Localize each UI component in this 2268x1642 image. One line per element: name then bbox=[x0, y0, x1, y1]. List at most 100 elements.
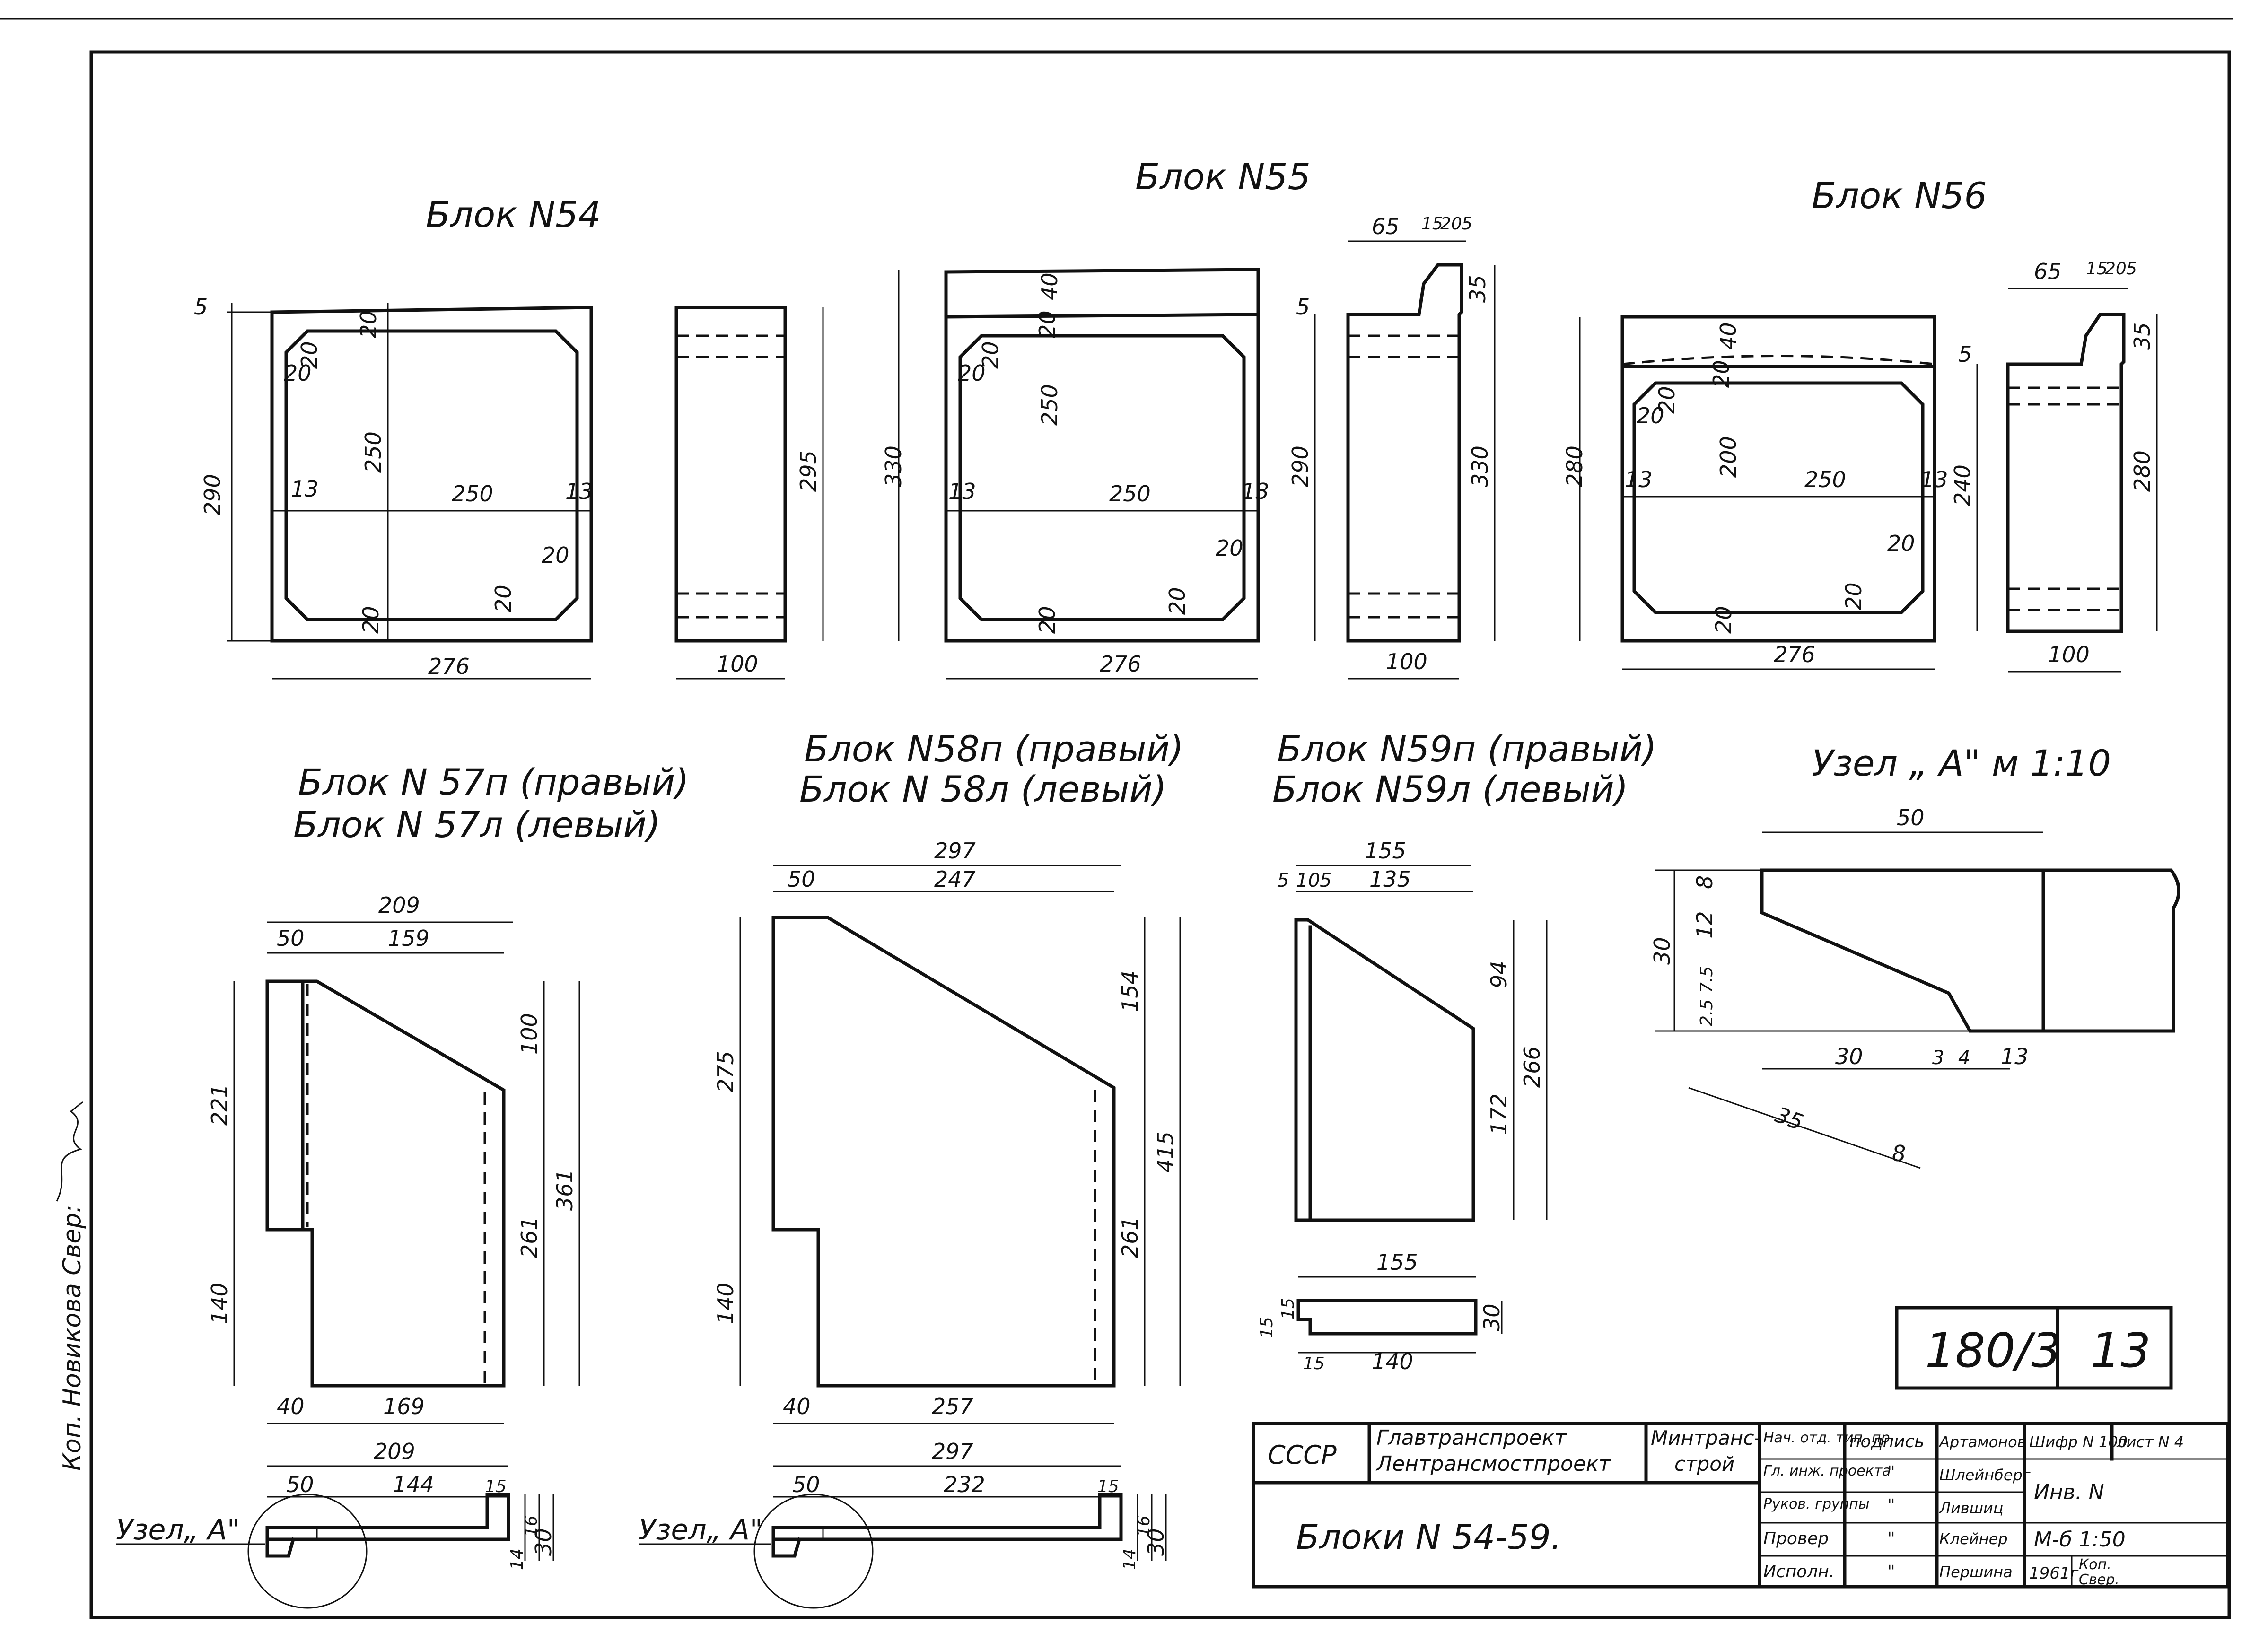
dim-b56s-w100: 100 bbox=[2048, 642, 2090, 667]
dim-node-h8: 8 bbox=[1692, 875, 1717, 889]
dim-b54-c20a: 20 bbox=[356, 310, 381, 338]
dim-b57-w50: 50 bbox=[277, 926, 305, 951]
dim-node-h75: 7.5 bbox=[1697, 966, 1716, 993]
stamp-sheet-label: лист N 4 bbox=[2116, 1433, 2184, 1451]
dim-b55s-t5: 5 bbox=[1296, 294, 1310, 320]
dim-b55s-h330: 330 bbox=[1467, 445, 1493, 487]
dim-b56-c20f: 20 bbox=[1711, 606, 1736, 634]
block-59-plan bbox=[1296, 1299, 1478, 1336]
dim-b58-w40: 40 bbox=[783, 1394, 811, 1419]
dim-b54-w250: 250 bbox=[452, 481, 493, 507]
dim-b55s-d65: 65 bbox=[1372, 214, 1400, 239]
dim-b56-w250: 250 bbox=[1804, 467, 1846, 492]
dim-node-d35: 35 bbox=[1772, 1102, 1806, 1135]
block-58-plan bbox=[771, 1493, 1123, 1541]
dim-b56s-d15: 15 bbox=[2086, 259, 2108, 279]
block-54-opening bbox=[284, 329, 579, 621]
dim-b55s-d15: 15 bbox=[1421, 214, 1443, 234]
stamp-role-2: Гл. инж. проекта bbox=[1763, 1463, 1891, 1479]
dim-b54-w276: 276 bbox=[428, 654, 470, 679]
dim-b55-s13b: 13 bbox=[1242, 479, 1270, 504]
dim-b55-c40: 40 bbox=[1037, 272, 1062, 300]
stamp-name-5: Першина bbox=[1939, 1563, 2013, 1581]
dim-b54-c20b: 20 bbox=[297, 341, 322, 369]
dim-b55-c20b: 20 bbox=[978, 341, 1003, 369]
sheet-number-box bbox=[1895, 1306, 2173, 1390]
block-54-front bbox=[270, 306, 593, 643]
title-block-59-left: Блок N59л (левый) bbox=[1272, 768, 1628, 810]
dim-b59-w135: 135 bbox=[1369, 866, 1411, 892]
stamp-sign-2: " bbox=[1887, 1496, 1895, 1515]
block-54-side bbox=[674, 306, 787, 643]
dim-b59-h172: 172 bbox=[1486, 1093, 1512, 1135]
dim-b58-h261: 261 bbox=[1117, 1216, 1143, 1258]
dim-b56s-d5: 5 bbox=[2126, 259, 2137, 279]
stamp-org2: Лентрансмостпроект bbox=[1375, 1452, 1611, 1476]
stamp-sign-header: подпись bbox=[1849, 1432, 1924, 1451]
dim-b57p-w209: 209 bbox=[374, 1439, 415, 1464]
dim-b56s-d65: 65 bbox=[2034, 259, 2062, 284]
node-a-callout-58 bbox=[753, 1494, 874, 1609]
node-label-57: Узел„ A" bbox=[116, 1513, 240, 1546]
dim-b55-h250: 250 bbox=[1037, 384, 1062, 426]
sheet-code: 180/3 bbox=[1925, 1323, 2061, 1378]
dim-b54-h290: 290 bbox=[200, 474, 225, 515]
dim-node-w4: 4 bbox=[1958, 1047, 1970, 1069]
dim-b54s-w100: 100 bbox=[717, 651, 758, 677]
block-55-opening bbox=[958, 334, 1246, 621]
dim-b58-h415: 415 bbox=[1153, 1131, 1178, 1173]
dim-b57-w40: 40 bbox=[277, 1394, 305, 1419]
stamp-year: 1961г. bbox=[2029, 1564, 2084, 1583]
dim-b59-h94: 94 bbox=[1486, 961, 1512, 988]
stamp-format2: Свер. bbox=[2079, 1572, 2119, 1588]
stamp-country: СССР bbox=[1268, 1440, 1337, 1470]
stamp-name-2: Шлейнберг bbox=[1939, 1466, 2031, 1484]
dim-b58p-w15: 15 bbox=[1097, 1477, 1119, 1496]
dim-b56-c20e: 20 bbox=[1841, 582, 1866, 610]
dim-b57p-h16: 16 bbox=[522, 1515, 541, 1537]
dim-b58-h154: 154 bbox=[1117, 970, 1143, 1012]
dim-b55-c20d: 20 bbox=[1216, 535, 1243, 561]
dim-b56-h280: 280 bbox=[1562, 445, 1587, 487]
dim-b57-h140: 140 bbox=[207, 1283, 232, 1324]
dim-b55-w276: 276 bbox=[1100, 651, 1141, 677]
dim-b56s-d20: 20 bbox=[2105, 259, 2127, 279]
dim-node-h30: 30 bbox=[1649, 937, 1675, 965]
dim-b59p-h30: 30 bbox=[1479, 1303, 1505, 1331]
dim-b58p-w50: 50 bbox=[792, 1472, 820, 1497]
dim-b54-s13a: 13 bbox=[291, 476, 319, 502]
dim-b54-c20f: 20 bbox=[358, 606, 384, 634]
dim-b55-c20c: 20 bbox=[958, 360, 986, 386]
dim-b56s-h280: 280 bbox=[2129, 450, 2155, 492]
dim-b56-w276: 276 bbox=[1774, 642, 1815, 667]
dim-b56s-d35: 35 bbox=[2129, 322, 2155, 350]
dim-b55s-h290: 290 bbox=[1287, 445, 1313, 487]
block-58-elevation bbox=[771, 916, 1116, 1388]
dim-b56-h200: 200 bbox=[1716, 436, 1741, 478]
title-block-58-right: Блок N58п (правый) bbox=[804, 728, 1184, 770]
block-55-front bbox=[944, 268, 1260, 643]
block-57-plan bbox=[265, 1493, 510, 1541]
dim-b57-h361: 361 bbox=[552, 1169, 578, 1211]
dim-b56-c20a: 20 bbox=[1708, 360, 1734, 388]
stamp-ministry2: строй bbox=[1674, 1452, 1734, 1476]
stamp-drawing-title: Блоки N 54-59. bbox=[1296, 1517, 1561, 1557]
dim-b56-s13b: 13 bbox=[1920, 467, 1948, 492]
dim-b56-c20c: 20 bbox=[1637, 403, 1664, 428]
dim-b54-c20e: 20 bbox=[490, 585, 516, 612]
title-block-55: Блок N55 bbox=[1135, 156, 1311, 198]
block-57-elevation bbox=[265, 979, 506, 1388]
dim-b56s-t5: 5 bbox=[1958, 341, 1972, 367]
stamp-sign-3: " bbox=[1887, 1529, 1895, 1548]
block-55-side bbox=[1346, 263, 1463, 643]
dim-b54-top: 5 bbox=[194, 294, 208, 320]
dim-b57p-w144: 144 bbox=[393, 1472, 434, 1497]
stamp-sign-1: " bbox=[1887, 1463, 1895, 1482]
stamp-ministry1: Минтранс- bbox=[1651, 1426, 1761, 1450]
dim-b59-w5b: 5 bbox=[1320, 870, 1331, 891]
title-block-57-right: Блок N 57п (правый) bbox=[298, 761, 689, 803]
dim-b58p-h16: 16 bbox=[1134, 1515, 1154, 1537]
dim-b54-h250: 250 bbox=[360, 431, 386, 473]
dim-b58p-w297: 297 bbox=[932, 1439, 973, 1464]
